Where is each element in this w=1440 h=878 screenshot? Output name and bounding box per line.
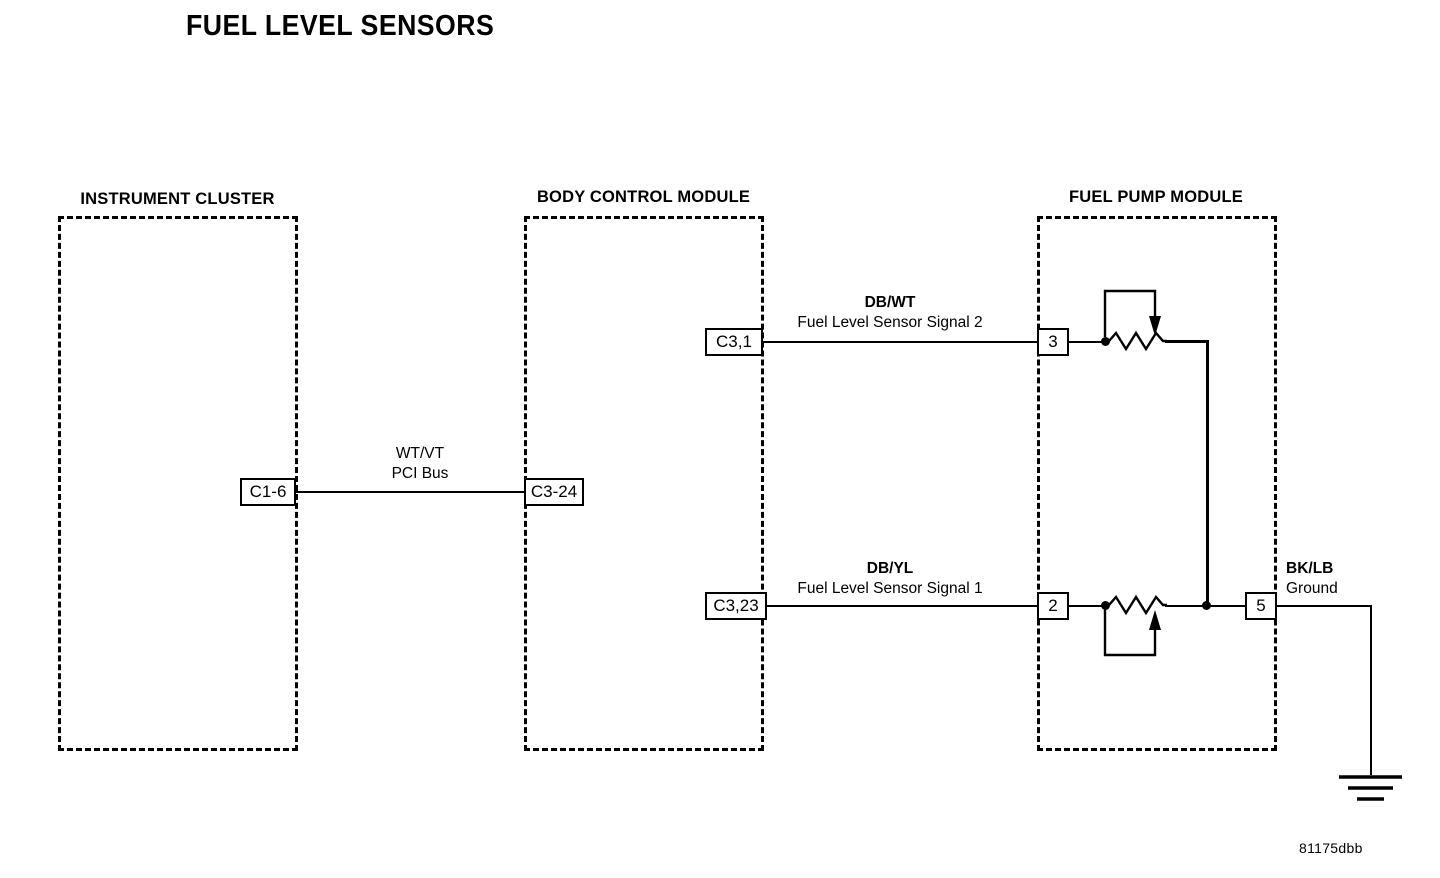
- wire-color-code-pci-bus: WT/VT: [395, 445, 445, 462]
- wire-pci-bus-run: [296, 491, 525, 493]
- wire-label-ground: BK/LB Ground: [1286, 559, 1370, 599]
- page-title: FUEL LEVEL SENSORS: [186, 10, 495, 42]
- pin-5-ground[interactable]: 5: [1245, 592, 1277, 620]
- module-header-fuel-pump-module: FUEL PUMP MODULE: [1068, 188, 1244, 206]
- connector-bcm-signal-2[interactable]: C3,1: [705, 328, 763, 356]
- module-header-body-control-module: BODY CONTROL MODULE: [536, 188, 751, 206]
- reference-code: 81175dbb: [1299, 840, 1363, 856]
- junction-dot-common-tie: [1202, 601, 1211, 610]
- junction-dot-sensor-2: [1101, 337, 1110, 346]
- wire-description-signal-1: Fuel Level Sensor Signal 1: [797, 579, 983, 597]
- module-box-instrument-cluster: [58, 216, 298, 751]
- wire-label-pci-bus: WT/VT PCI Bus: [300, 444, 540, 484]
- wire-sensor-common-tie: [1206, 340, 1209, 606]
- wire-color-code-ground: BK/LB: [1286, 560, 1334, 577]
- pin-2-sensor-1[interactable]: 2: [1037, 592, 1069, 620]
- wire-description-ground: Ground: [1286, 579, 1338, 597]
- connector-bcm-pci[interactable]: C3-24: [524, 478, 584, 506]
- wire-pin3-to-pot: [1069, 341, 1109, 343]
- wire-color-code-signal-2: DB/WT: [864, 294, 916, 311]
- module-header-instrument-cluster: INSTRUMENT CLUSTER: [80, 190, 275, 208]
- module-box-fuel-pump-module: [1037, 216, 1277, 751]
- wire-ground-run-horizontal: [1277, 605, 1372, 607]
- connector-bcm-signal-1[interactable]: C3,23: [705, 592, 767, 620]
- connector-cluster-pci[interactable]: C1-6: [240, 478, 296, 506]
- wire-sensor2-to-tie: [1165, 340, 1209, 343]
- wire-signal-2-run: [763, 341, 1037, 343]
- wire-label-signal-2: DB/WT Fuel Level Sensor Signal 2: [760, 293, 1020, 333]
- junction-dot-sensor-1: [1101, 601, 1110, 610]
- chassis-ground-symbol: [1339, 775, 1402, 801]
- wire-color-code-signal-1: DB/YL: [866, 560, 914, 577]
- wire-ground-run-vertical: [1370, 605, 1372, 775]
- wire-description-pci-bus: PCI Bus: [391, 464, 449, 482]
- wire-pin2-to-pot: [1069, 605, 1109, 607]
- wire-description-signal-2: Fuel Level Sensor Signal 2: [797, 313, 983, 331]
- wire-signal-1-run: [767, 605, 1037, 607]
- pin-3-sensor-2[interactable]: 3: [1037, 328, 1069, 356]
- wire-label-signal-1: DB/YL Fuel Level Sensor Signal 1: [760, 559, 1020, 599]
